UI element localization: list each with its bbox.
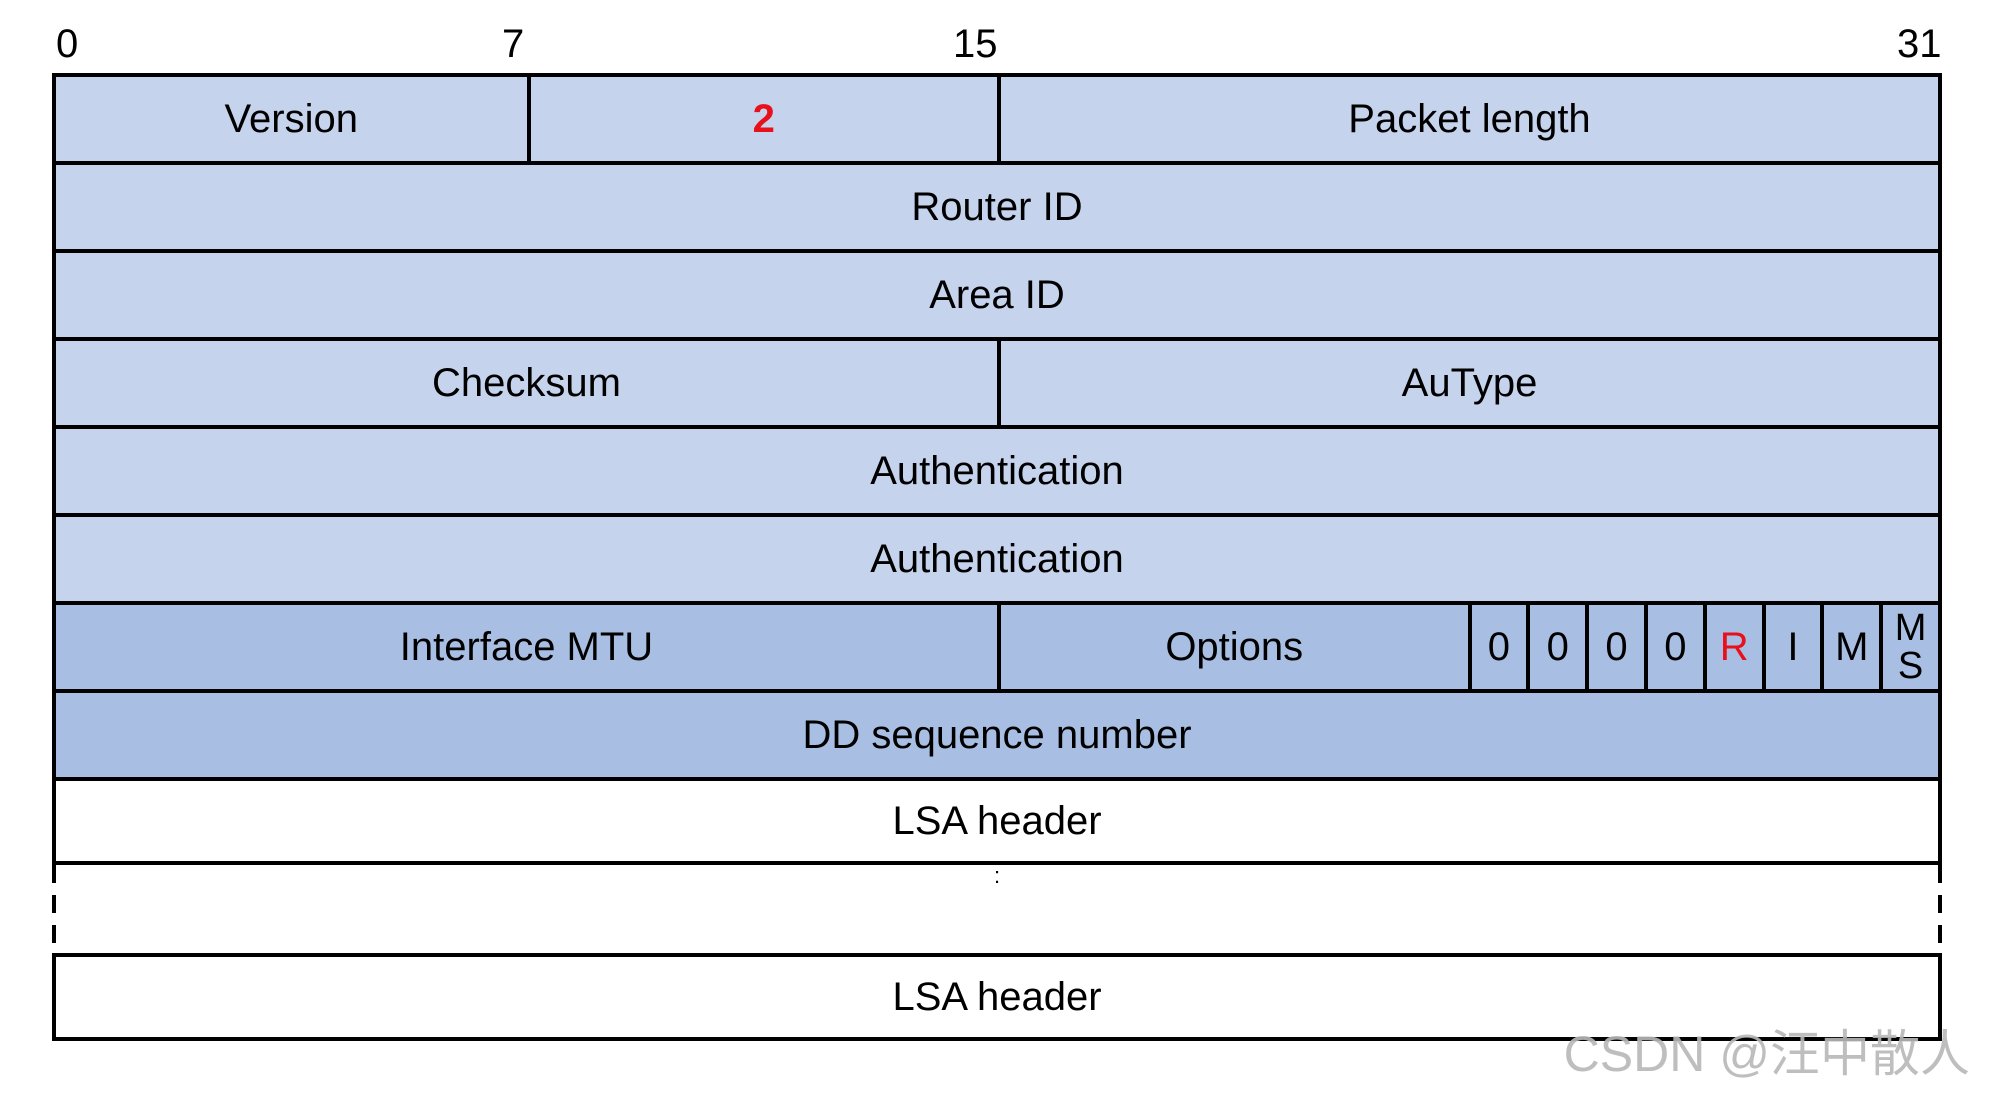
field-label: Authentication: [870, 536, 1124, 581]
field-authentication-cell: Authentication: [56, 517, 1938, 601]
ellipsis-gap: :: [52, 865, 1942, 953]
field-label: Options: [1165, 624, 1304, 669]
field-label: DD sequence number: [802, 712, 1192, 757]
bit-position-31: 31: [1897, 22, 1942, 66]
packet-row-6: Authentication: [52, 513, 1942, 601]
field-interface-mtu-cell: Interface MTU: [56, 605, 997, 689]
field-label: 0: [1487, 624, 1511, 669]
field-label: I: [1787, 624, 1799, 669]
field-authentication-cell: Authentication: [56, 429, 1938, 513]
field-lsa-header-cell: LSA header: [56, 781, 1938, 861]
field-lsa-header-cell: LSA header: [56, 957, 1938, 1037]
bit-position-7: 7: [502, 22, 525, 66]
field-i-cell: I: [1761, 605, 1821, 689]
field-2-cell: 2: [526, 77, 998, 161]
field-label: Interface MTU: [399, 624, 654, 669]
field-label: Area ID: [929, 272, 1065, 317]
gap-right-dashed-border: [1938, 865, 1942, 953]
field-label: 2: [752, 96, 775, 141]
packet-row-1: Version 2 Packet length: [52, 73, 1942, 161]
packet-row-8: DD sequence number: [52, 689, 1942, 777]
field-checksum-cell: Checksum: [56, 341, 997, 425]
field-label: LSA header: [892, 974, 1102, 1019]
field-packet-length-cell: Packet length: [997, 77, 1938, 161]
stacked-letter: S: [1897, 645, 1924, 687]
field-version-cell: Version: [56, 77, 527, 161]
field-0-cell: 0: [1585, 605, 1644, 689]
field-0-cell: 0: [1526, 605, 1585, 689]
packet-row-5: Authentication: [52, 425, 1942, 513]
field-label: Authentication: [870, 448, 1124, 493]
gap-left-dashed-border: [52, 865, 56, 953]
field-label: M: [1835, 624, 1869, 669]
field-label: Router ID: [911, 184, 1083, 229]
field-m-cell: M: [1820, 605, 1879, 689]
field-label: LSA header: [892, 798, 1102, 843]
field-r-cell: R: [1702, 605, 1762, 689]
field-area-id-cell: Area ID: [56, 253, 1938, 337]
packet-row-4: Checksum AuType: [52, 337, 1942, 425]
bit-position-0: 0: [56, 22, 79, 66]
watermark: CSDN @汪中散人: [1563, 1026, 1970, 1082]
field-label: 0: [1605, 624, 1628, 669]
field-label: 0: [1664, 624, 1687, 669]
field-label: 0: [1546, 624, 1569, 669]
field-label: Packet length: [1348, 96, 1591, 141]
packet-row-11: LSA header: [52, 953, 1942, 1041]
field-options-cell: Options: [997, 605, 1468, 689]
packet-row-3: Area ID: [52, 249, 1942, 337]
packet-row-9: LSA header: [52, 777, 1942, 865]
field-autype-cell: AuType: [997, 341, 1938, 425]
field-label: Version: [224, 96, 358, 141]
stacked-letter: M: [1894, 607, 1927, 649]
ellipsis-dots: :: [993, 863, 1001, 888]
field-label: R: [1719, 624, 1749, 669]
field-label: AuType: [1401, 360, 1538, 405]
field-0-cell: 0: [1643, 605, 1703, 689]
packet-row-2: Router ID: [52, 161, 1942, 249]
field-label: Checksum: [432, 360, 621, 405]
field-router-id-cell: Router ID: [56, 165, 1938, 249]
field-dd-sequence-number-cell: DD sequence number: [56, 693, 1938, 777]
bit-position-15: 15: [953, 22, 998, 66]
field-0-cell: 0: [1467, 605, 1527, 689]
